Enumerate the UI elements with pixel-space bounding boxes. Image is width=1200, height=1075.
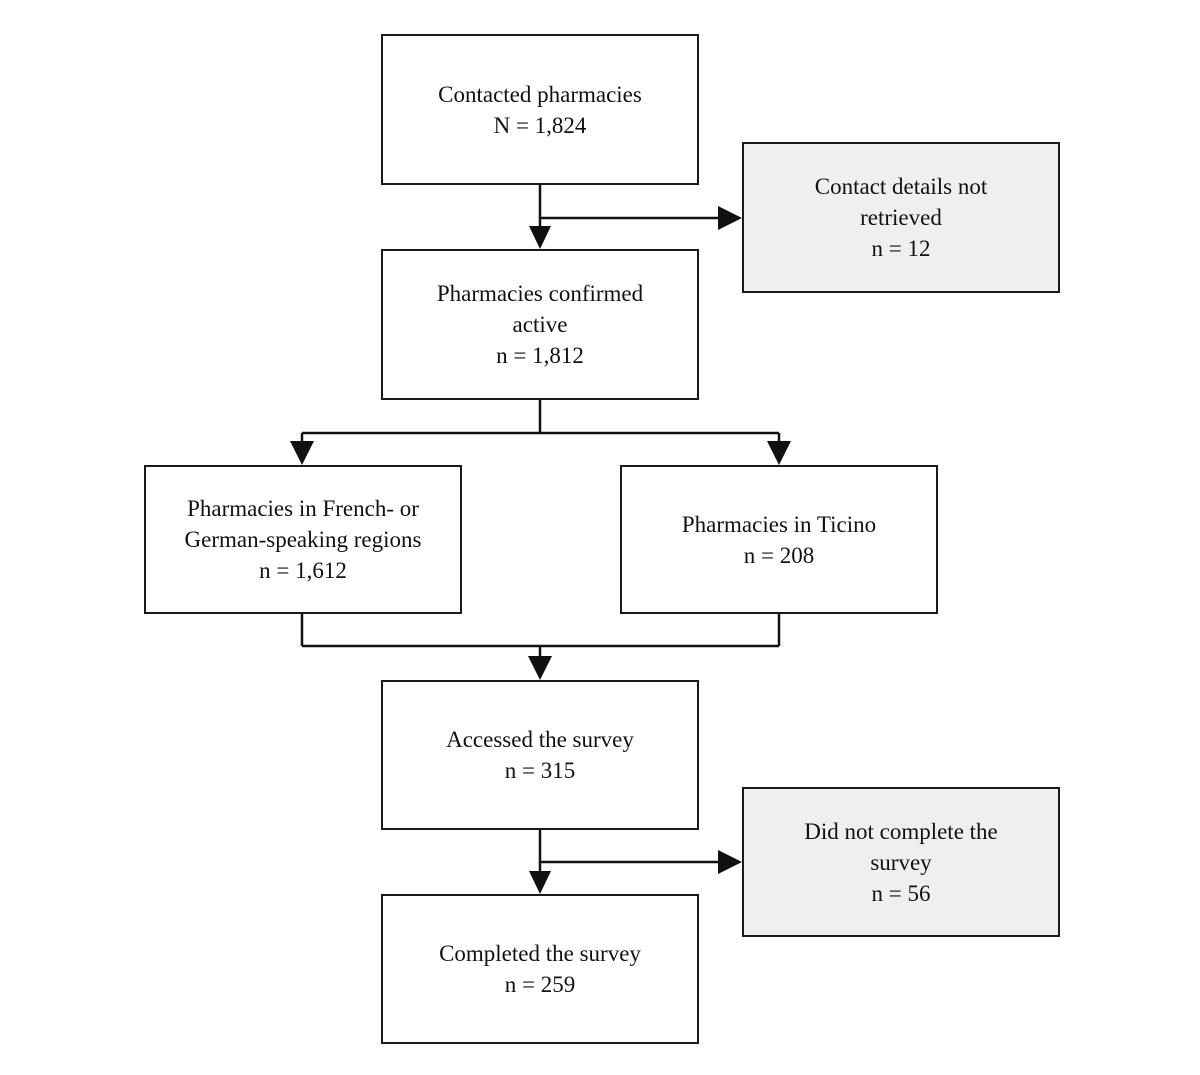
box-completed-survey: Completed the survey n = 259 bbox=[381, 894, 699, 1044]
box-count: n = 1,812 bbox=[496, 343, 584, 368]
arrowhead-to-french-german bbox=[290, 441, 314, 465]
box-count: n = 315 bbox=[504, 758, 576, 783]
box-line: Pharmacies in Ticino bbox=[681, 511, 877, 537]
box-line: Contact details not bbox=[814, 174, 988, 199]
box-did-not-complete: Did not complete the survey n = 56 bbox=[742, 787, 1060, 937]
box-count: n = 56 bbox=[871, 880, 931, 906]
arrowhead-to-accessed bbox=[528, 656, 552, 680]
box-line: Contacted pharmacies bbox=[438, 81, 642, 107]
box-line: survey bbox=[870, 849, 932, 875]
box-line: retrieved bbox=[860, 205, 942, 230]
box-line: Accessed the survey bbox=[446, 727, 634, 752]
box-french-german-regions: Pharmacies in French- or German-speaking… bbox=[144, 465, 462, 614]
arrowhead-to-completed bbox=[529, 871, 551, 894]
arrowhead-to-ticino bbox=[767, 441, 791, 465]
box-contacted-pharmacies: Contacted pharmacies N = 1,824 bbox=[381, 34, 699, 185]
box-count: N = 1,824 bbox=[493, 112, 587, 138]
box-line: Pharmacies confirmed bbox=[436, 281, 644, 306]
box-count: n = 1,612 bbox=[259, 558, 347, 583]
arrowhead-to-confirmed bbox=[529, 226, 551, 249]
box-line: Completed the survey bbox=[439, 941, 641, 966]
arrowhead-to-not-retrieved bbox=[718, 206, 742, 230]
box-line: Pharmacies in French- or bbox=[187, 496, 419, 521]
box-accessed-survey: Accessed the survey n = 315 bbox=[381, 680, 699, 830]
box-line: active bbox=[512, 312, 568, 337]
box-pharmacies-confirmed-active: Pharmacies confirmed active n = 1,812 bbox=[381, 249, 699, 400]
box-line: German-speaking regions bbox=[184, 527, 422, 552]
box-contact-details-not-retrieved: Contact details not retrieved n = 12 bbox=[742, 142, 1060, 293]
arrowhead-to-not-completed bbox=[718, 850, 742, 874]
box-count: n = 208 bbox=[743, 542, 815, 568]
box-line: Did not complete the bbox=[804, 818, 998, 844]
box-count: n = 259 bbox=[504, 972, 576, 997]
box-ticino: Pharmacies in Ticino n = 208 bbox=[620, 465, 938, 614]
box-count: n = 12 bbox=[871, 236, 931, 261]
